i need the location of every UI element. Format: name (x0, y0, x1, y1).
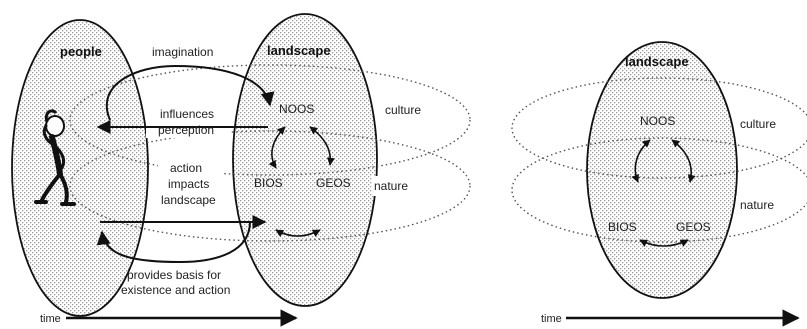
people-label: people (60, 44, 102, 59)
existence-label: existence and action (121, 283, 230, 297)
right-nature-label: nature (740, 198, 774, 212)
provides-basis-arrow (96, 221, 251, 264)
right-bios-geos-arrow (639, 239, 689, 247)
landscape-ellipse (232, 13, 378, 307)
culture-ellipse (69, 64, 471, 176)
right-noos-bios-arrow (631, 139, 651, 183)
person-figure (34, 109, 76, 206)
nature-label: nature (374, 179, 408, 193)
right-nature-ellipse (511, 137, 807, 243)
right-culture-ellipse (511, 77, 807, 179)
noos-geos-arrow (309, 126, 335, 166)
impacts-label: impacts (168, 177, 209, 191)
imagination-arrow (105, 64, 275, 121)
bios-label: BIOS (254, 176, 283, 190)
right-time-label: time (541, 313, 562, 325)
right-noos-label: NOOS (640, 114, 675, 128)
action-label: action (170, 161, 202, 175)
right-geos-label: GEOS (676, 220, 711, 234)
perception-label: perception (158, 123, 214, 137)
influences-label: influences (160, 107, 214, 121)
right-bios-label: BIOS (608, 220, 637, 234)
right-landscape-label: landscape (625, 54, 689, 69)
geos-label: GEOS (316, 176, 351, 190)
culture-label: culture (385, 103, 421, 117)
right-culture-label: culture (740, 117, 776, 131)
nature-ellipse (69, 130, 471, 242)
provides-label: provides basis for (127, 268, 221, 282)
right-landscape-ellipse (586, 41, 738, 299)
bios-geos-arrow (275, 229, 321, 238)
right-noos-geos-arrow (671, 139, 696, 183)
landscape-small-label: landscape (161, 193, 216, 207)
right-diagram: landscape NOOS culture BIOS GEOS nature … (511, 41, 807, 327)
imagination-label: imagination (152, 45, 213, 59)
left-diagram: people landscape imagination NOOS influe… (11, 13, 471, 327)
noos-bios-arrow (268, 126, 286, 169)
noos-label: NOOS (279, 102, 314, 116)
time-label: time (40, 313, 61, 325)
landscape-label: landscape (267, 43, 331, 58)
